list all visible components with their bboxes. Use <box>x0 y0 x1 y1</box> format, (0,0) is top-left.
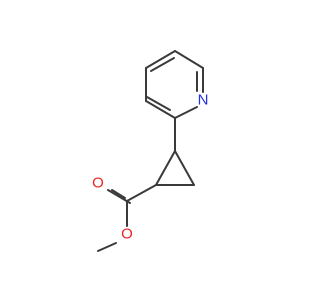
bond-n1-c1 <box>174 106 198 119</box>
pyridine-ring <box>145 50 204 119</box>
bond-cp1-cp2 <box>155 150 176 186</box>
bond-c3-c4-inner <box>150 57 175 72</box>
bond-c4-c5 <box>174 50 204 69</box>
cyclopropane-ring <box>155 117 195 186</box>
ester-oxygen-atom-label: O <box>121 226 133 243</box>
bond-c3-c4 <box>145 50 176 69</box>
methyl-ester-group <box>97 184 157 252</box>
bond-o-methyl <box>97 242 117 252</box>
molecule-structure-diagram: N O O <box>92 50 209 252</box>
bond-carbonyl-o-double-2 <box>111 189 126 199</box>
bond-cp1-cp3 <box>174 150 195 186</box>
bond-cp2-carbonyl <box>126 184 157 202</box>
carbonyl-oxygen-atom-label: O <box>92 175 104 192</box>
bond-c1-c2 <box>145 100 176 119</box>
bond-c1-c2-inner <box>146 96 171 111</box>
nitrogen-atom-label: N <box>198 92 209 109</box>
